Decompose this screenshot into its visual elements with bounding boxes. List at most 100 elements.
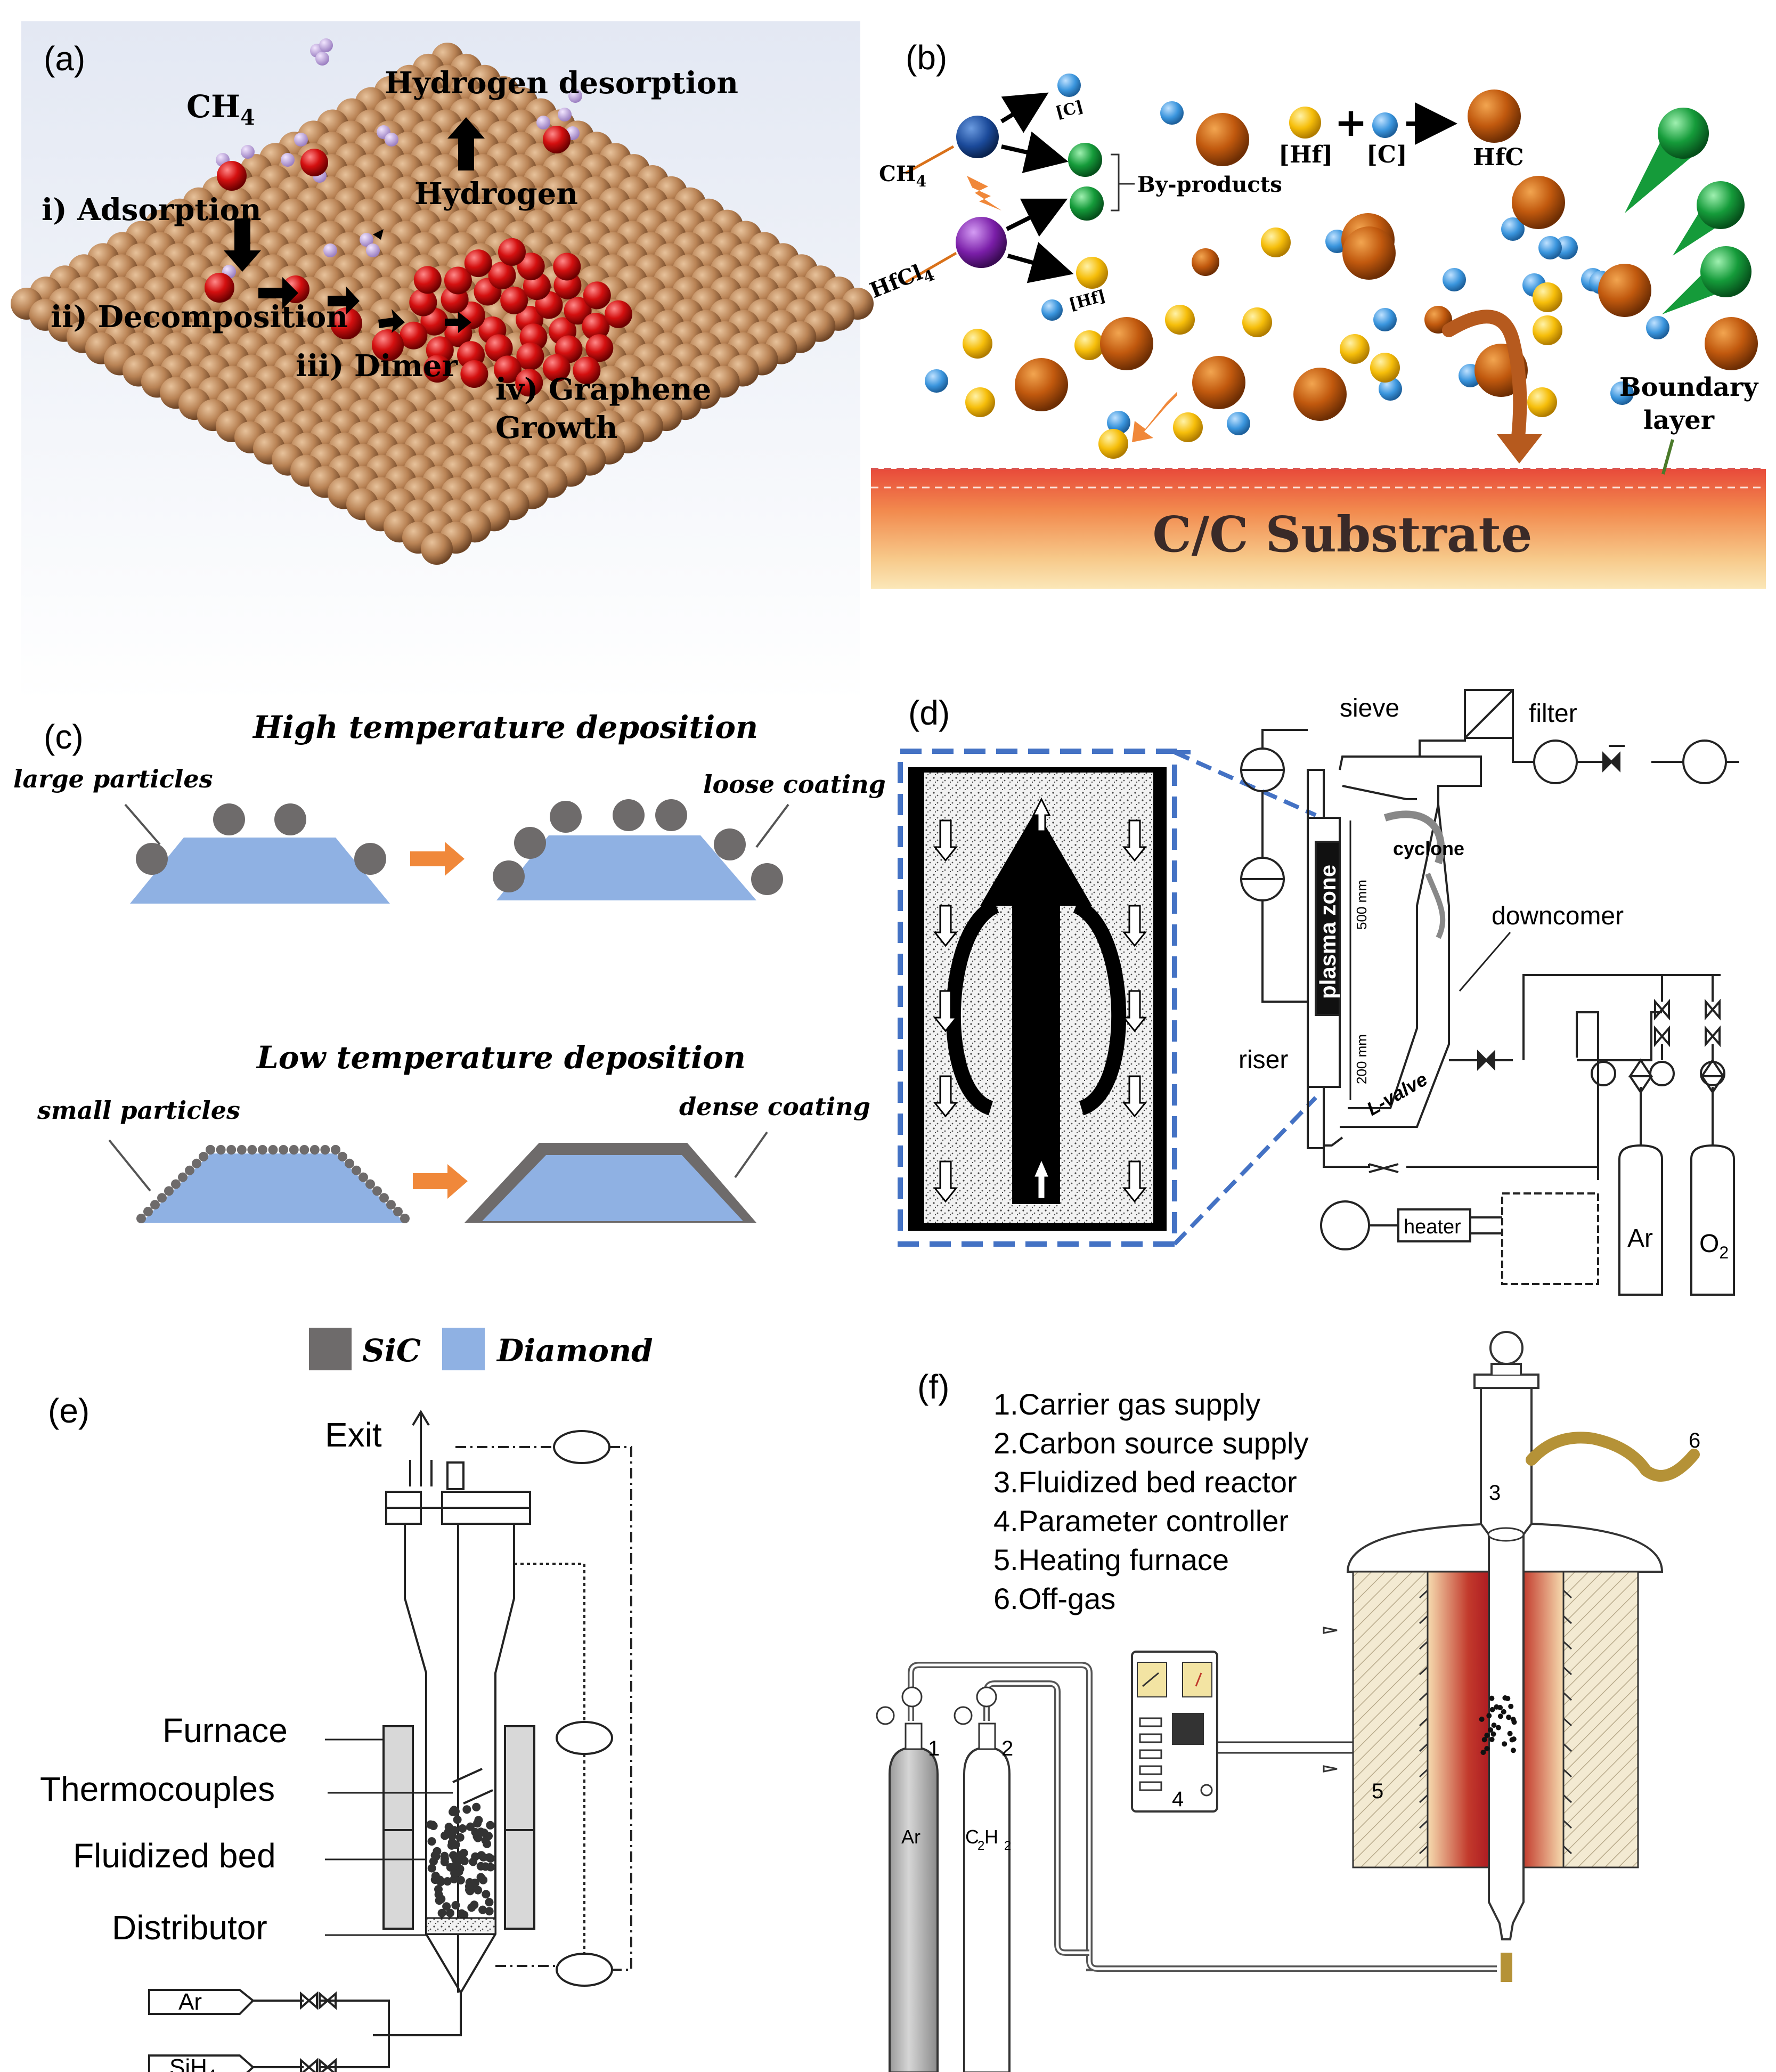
carbon-atom <box>553 253 581 281</box>
fluidized-particle <box>1489 1707 1495 1712</box>
hydrogen-atom <box>294 133 308 147</box>
loose-coating-pointer <box>755 803 789 848</box>
fluidized-particle <box>1508 1703 1514 1709</box>
cyclone-label: cyclone <box>1393 838 1464 859</box>
loose-particle <box>514 827 546 859</box>
thermocouples-label: Thermocouples <box>40 1770 275 1808</box>
small-particle <box>143 1207 153 1217</box>
orange-arrow-high <box>410 842 465 876</box>
hfcl4-molecule <box>956 217 1007 268</box>
bed-particle <box>471 1827 480 1837</box>
boundary-pointer <box>1661 439 1674 475</box>
hf-particle <box>1242 307 1272 337</box>
c2h2-subscript-1: 2 <box>977 1839 984 1853</box>
small-particle <box>268 1145 278 1155</box>
carbon-atom <box>564 297 592 325</box>
left-recirculation <box>946 899 1000 1116</box>
hfc-particle <box>1598 264 1651 317</box>
bed-particle <box>486 1863 495 1872</box>
fluidized-particle <box>1484 1733 1490 1738</box>
heating-element-tick <box>1419 1768 1429 1778</box>
hfc-particle <box>1196 113 1249 166</box>
decomposition-label: ii) Decomposition <box>51 299 348 335</box>
hf-particle <box>1074 330 1104 360</box>
controller-display <box>1172 1713 1204 1745</box>
bed-particle <box>486 1854 495 1863</box>
carbon-atom <box>500 286 528 314</box>
heating-element-tick <box>1562 1743 1573 1752</box>
loose-particle <box>550 801 582 833</box>
bed-particle <box>443 1877 452 1886</box>
bed-particle <box>451 1901 460 1910</box>
carbon-atom <box>488 262 516 290</box>
bed-particle <box>426 1820 435 1829</box>
carbon-particle <box>1538 236 1562 259</box>
small-particle <box>289 1145 299 1155</box>
hf-particle <box>1173 412 1203 442</box>
fluidized-particle <box>1497 1713 1503 1719</box>
large-particles-pointer <box>124 803 161 846</box>
heating-element-tick <box>1419 1692 1429 1701</box>
fluidized-bed-label: Fluidized bed <box>73 1837 276 1875</box>
fluidized-particle <box>1480 1750 1486 1756</box>
small-particle <box>150 1200 160 1210</box>
heating-element-tick <box>1419 1666 1429 1676</box>
carbon-atom <box>605 300 632 328</box>
large-particles-label: large particles <box>13 765 213 793</box>
small-particle <box>257 1145 267 1155</box>
small-particle <box>309 1145 320 1155</box>
fluidized-particle <box>1484 1746 1490 1751</box>
hf-particle <box>1533 315 1562 345</box>
bed-particle <box>450 1868 459 1878</box>
ar-cylinder-label-f: Ar <box>901 1826 920 1848</box>
process-arrows <box>224 117 485 333</box>
bed-particle <box>469 1857 478 1866</box>
heating-element-tick <box>1562 1589 1573 1599</box>
orange-flow-arrow <box>1132 392 1177 442</box>
large-particle <box>354 843 386 875</box>
label-n5: 5 <box>1372 1780 1383 1803</box>
high-temp-title: High temperature deposition <box>252 709 758 745</box>
carbon-atom-2 <box>1041 299 1063 321</box>
hydrogen-atom <box>241 145 255 159</box>
fluidized-particle <box>1489 1695 1495 1701</box>
hf-particle <box>1165 305 1195 335</box>
carbon-atom <box>409 288 437 316</box>
diamond-trapezoid-1 <box>130 838 390 904</box>
component-list-item: 2.Carbon source supply <box>993 1426 1308 1460</box>
reactor-stopper <box>1489 1331 1524 1365</box>
carbon-particle <box>1379 377 1402 401</box>
panel-c: (c) High temperature deposition large pa… <box>13 709 886 1370</box>
fluidized-particle <box>1501 1709 1506 1715</box>
hydrogen-label: Hydrogen <box>414 176 578 212</box>
copper-atom <box>421 533 453 565</box>
hf-particle <box>1098 429 1128 459</box>
bed-particle <box>437 1895 446 1904</box>
loose-particle <box>751 863 783 895</box>
carbon-particle <box>1107 411 1130 434</box>
hf-particle <box>965 387 995 417</box>
byproduct-molecule-1 <box>1068 143 1102 177</box>
fluidized-particle <box>1510 1748 1516 1753</box>
bed-particle <box>476 1873 485 1882</box>
small-particle <box>185 1165 194 1175</box>
hfc-particle <box>1192 356 1245 409</box>
low-temp-title: Low temperature deposition <box>256 1039 746 1076</box>
small-particle <box>226 1145 237 1155</box>
hydrogen-atom <box>360 233 373 247</box>
bed-particle <box>453 1858 462 1867</box>
byproduct-molecule-2 <box>1070 186 1104 221</box>
brown-curved-arrowhead <box>1497 434 1542 464</box>
heating-element-tick <box>1419 1615 1429 1624</box>
graphene-label-line1: iv) Graphene <box>495 372 711 407</box>
bed-particle <box>437 1908 446 1917</box>
small-particle <box>206 1145 215 1155</box>
fluidized-particle <box>1497 1705 1503 1710</box>
bed-particle <box>466 1822 475 1831</box>
bed-particle <box>451 1840 460 1849</box>
small-particle <box>331 1145 340 1155</box>
bed-particle <box>455 1833 465 1842</box>
zoom-inset-frame <box>898 749 1177 1247</box>
cfb-reactor <box>1240 689 1739 1296</box>
